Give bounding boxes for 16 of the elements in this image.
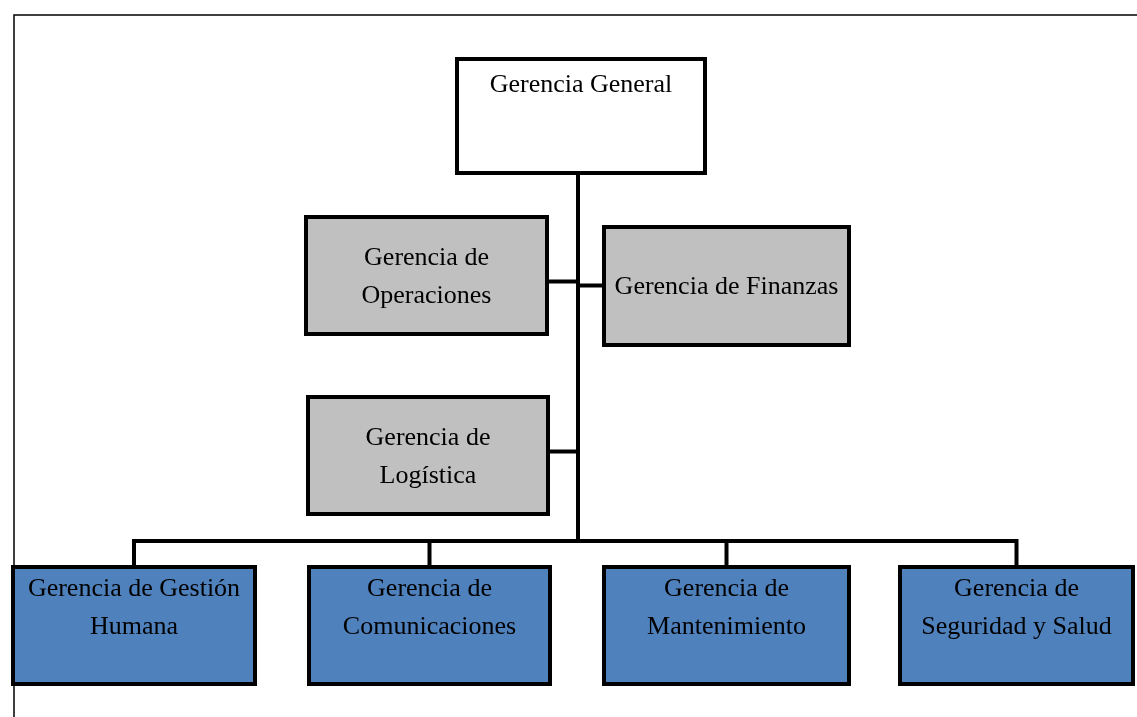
box-label: Gerencia de Seguridad y Salud — [920, 572, 1113, 642]
box-label: Gerencia de Gestión Humana — [26, 572, 242, 642]
department-box — [898, 565, 1135, 686]
department-box — [602, 225, 851, 347]
box-label: Gerencia de Operaciones — [360, 240, 493, 311]
box-label: Gerencia de Logística — [364, 420, 492, 491]
department-box — [602, 565, 851, 686]
department-box — [11, 565, 257, 686]
box-label: Gerencia de Mantenimiento — [646, 572, 807, 642]
box-label: Gerencia de Comunicaciones — [341, 572, 518, 642]
department-box — [304, 215, 549, 336]
department-box — [306, 395, 550, 516]
executive-box — [455, 57, 707, 175]
box-label: Gerencia de Finanzas — [614, 270, 839, 302]
box-label: Gerencia General — [489, 68, 673, 100]
department-box — [307, 565, 552, 686]
